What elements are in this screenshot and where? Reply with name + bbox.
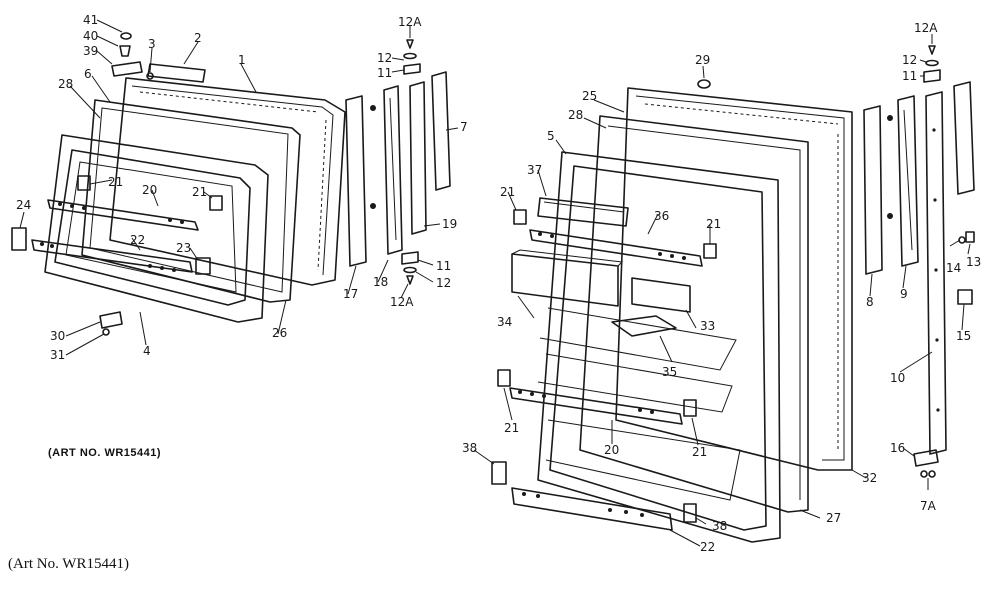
part-label: 5 (547, 129, 555, 143)
part-label: 22 (130, 233, 145, 247)
part-label: 39 (83, 44, 98, 58)
left-part-labels: 41 40 39 3 2 1 12A 12 11 7 28 6 24 21 20… (16, 13, 468, 362)
part-label: 26 (272, 326, 287, 340)
part-label: 15 (956, 329, 971, 343)
part-label: 22 (700, 540, 715, 554)
part-label: 28 (568, 108, 583, 122)
part-label: 17 (343, 287, 358, 301)
part-label: 7A (920, 499, 937, 513)
part-label: 11 (436, 259, 451, 273)
part-label: 10 (890, 371, 905, 385)
part-label: 41 (83, 13, 98, 27)
part-label: 7 (460, 120, 468, 134)
part-label: 12A (914, 21, 938, 35)
part-label: 21 (706, 217, 721, 231)
part-label: 21 (500, 185, 515, 199)
part-label: 36 (654, 209, 669, 223)
part-label: 12 (436, 276, 451, 290)
part-label: 14 (946, 261, 961, 275)
part-label: 21 (692, 445, 707, 459)
right-part-labels: 29 12A 12 11 25 28 5 37 21 36 21 34 33 3… (462, 21, 981, 554)
part-label: 4 (143, 344, 151, 358)
part-label: 6 (84, 67, 92, 81)
part-label: 20 (604, 443, 619, 457)
part-label: 16 (890, 441, 905, 455)
part-label: 24 (16, 198, 31, 212)
part-label: 29 (695, 53, 710, 67)
right-door-assembly (473, 34, 975, 547)
caption: (Art No. WR15441) (8, 556, 129, 572)
part-label: 35 (662, 365, 677, 379)
part-label: 21 (504, 421, 519, 435)
part-label: 12 (902, 53, 917, 67)
part-label: 28 (58, 77, 73, 91)
part-label: 40 (83, 29, 98, 43)
part-label: 11 (902, 69, 917, 83)
part-label: 20 (142, 183, 157, 197)
part-label: 21 (108, 175, 123, 189)
part-label: 38 (462, 441, 477, 455)
part-label: 33 (700, 319, 715, 333)
part-label: 30 (50, 329, 65, 343)
part-label: 3 (148, 37, 156, 51)
part-label: 21 (192, 185, 207, 199)
part-label: 32 (862, 471, 877, 485)
part-label: 25 (582, 89, 597, 103)
art-number-label: (ART NO. WR15441) (48, 447, 162, 459)
part-label: 8 (866, 295, 874, 309)
part-label: 18 (373, 275, 388, 289)
part-label: 34 (497, 315, 512, 329)
part-label: 12A (398, 15, 422, 29)
part-label: 31 (50, 348, 65, 362)
part-label: 11 (377, 66, 392, 80)
part-label: 1 (238, 53, 246, 67)
part-label: 37 (527, 163, 542, 177)
part-label: 9 (900, 287, 908, 301)
part-label: 38 (712, 519, 727, 533)
part-label: 13 (966, 255, 981, 269)
part-label: 2 (194, 31, 202, 45)
part-label: 12 (377, 51, 392, 65)
part-label: 12A (390, 295, 414, 309)
part-label: 27 (826, 511, 841, 525)
left-door-assembly (11, 19, 459, 356)
part-label: 19 (442, 217, 457, 231)
part-label: 23 (176, 241, 191, 255)
